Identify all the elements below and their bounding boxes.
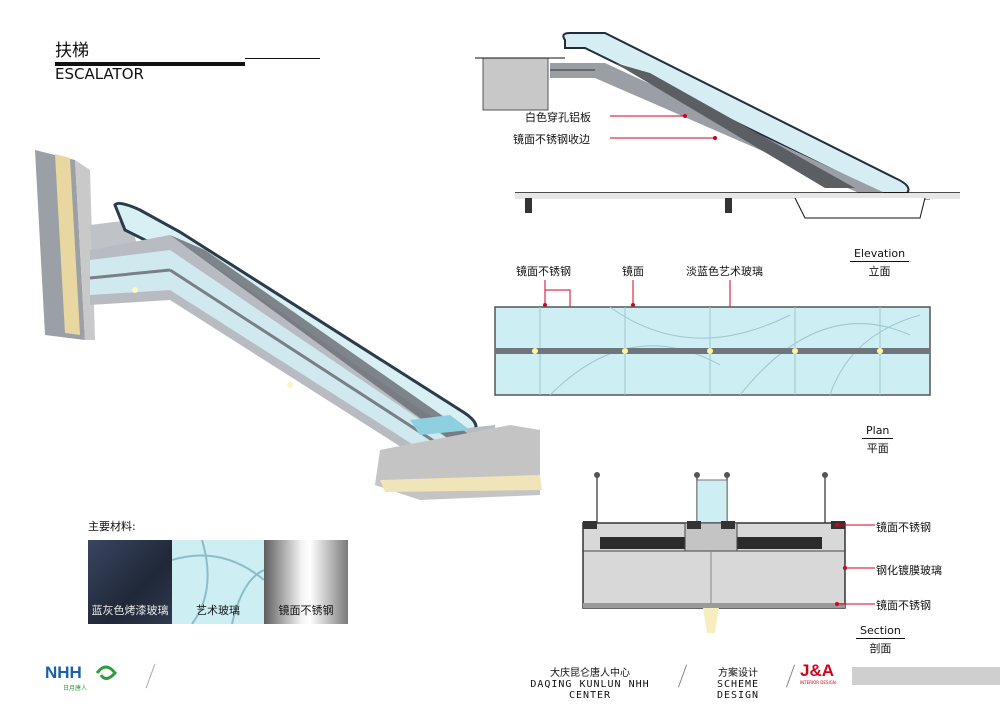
plan-label-blue-art-glass: 淡蓝色艺术玻璃 [686, 265, 763, 278]
section-drawing [582, 472, 875, 633]
footer-slash-mid [677, 664, 688, 688]
elevation-caption-en: Elevation [850, 247, 910, 262]
footer-bar [852, 667, 1000, 685]
plan-label-stainless: 镜面不锈钢 [516, 265, 571, 278]
elevation-label-stainless-edge: 镜面不锈钢收边 [513, 133, 590, 146]
footer-slash-left [145, 663, 156, 689]
title-rule [245, 58, 320, 59]
escalator-3d-rendering [35, 150, 542, 500]
title-underline [55, 62, 245, 66]
section-label-stainless-top: 镜面不锈钢 [876, 521, 931, 534]
material-label-bluegray-glass: 蓝灰色烤漆玻璃 [91, 604, 169, 617]
page-title-cn: 扶梯 [55, 41, 89, 61]
elevation-caption-cn: 立面 [868, 265, 891, 278]
plan-caption-en: Plan [862, 424, 894, 439]
section-label-stainless-bottom: 镜面不锈钢 [876, 599, 931, 612]
footer-phase-en: SCHEME DESIGN [716, 679, 760, 701]
nhh-logo: NHH 日月唐人 [45, 663, 125, 693]
section-caption-cn: 剖面 [869, 642, 892, 655]
elevation-label-perforated-aluminum: 白色穿孔铝板 [525, 111, 591, 124]
ja-logo: J&A INTERIOR DESIGN [800, 661, 846, 686]
footer-slash-right [785, 664, 796, 688]
art-glass-pattern [172, 540, 264, 624]
footer-phase-cn: 方案设计 [718, 668, 758, 679]
page-title-en: ESCALATOR [55, 65, 144, 83]
section-caption-en: Section [856, 624, 905, 639]
plan-drawing [494, 280, 931, 396]
plan-caption: Plan 平面 [862, 424, 894, 456]
ja-logo-text: J&A [800, 661, 835, 680]
footer-project: 大庆昆仑唐人中心 DAQING KUNLUN NHH CENTER [515, 664, 665, 701]
nhh-logo-text: NHH [45, 663, 82, 682]
section-caption: Section 剖面 [856, 624, 905, 656]
materials-heading: 主要材料: [88, 520, 136, 533]
material-label-stainless: 镜面不锈钢 [278, 604, 334, 617]
footer-project-en: DAQING KUNLUN NHH CENTER [530, 679, 650, 701]
material-swatch-art-glass: 艺术玻璃 [172, 540, 264, 624]
elevation-drawing [475, 32, 960, 219]
material-label-art-glass: 艺术玻璃 [196, 604, 240, 617]
plan-label-mirror: 镜面 [622, 265, 644, 278]
footer-phase: 方案设计 SCHEME DESIGN [694, 664, 782, 701]
ja-logo-sub: INTERIOR DESIGN [800, 680, 836, 685]
plan-caption-cn: 平面 [866, 442, 889, 455]
nhh-logo-sub: 日月唐人 [63, 685, 88, 692]
material-swatch-bluegray-glass: 蓝灰色烤漆玻璃 [88, 540, 172, 624]
elevation-caption: Elevation 立面 [850, 247, 910, 279]
nhh-logo-swirl-icon [95, 665, 117, 680]
footer-project-cn: 大庆昆仑唐人中心 [550, 668, 630, 679]
section-label-coated-glass: 钢化镀膜玻璃 [876, 564, 942, 577]
material-swatch-stainless: 镜面不锈钢 [264, 540, 348, 624]
